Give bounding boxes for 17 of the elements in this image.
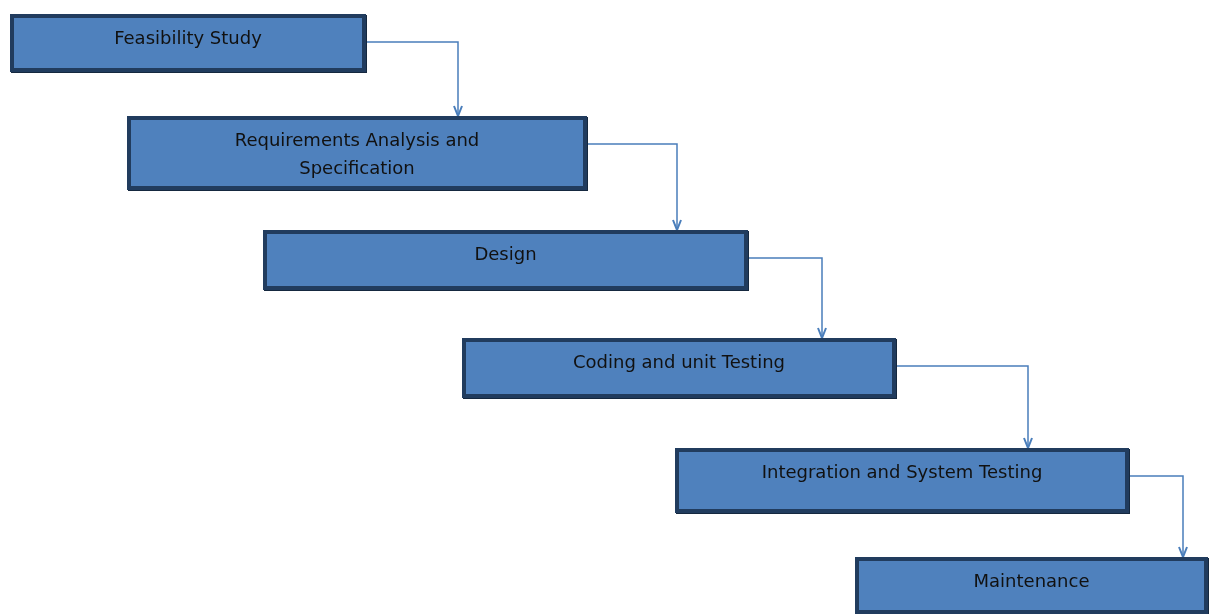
- process-box: [263, 230, 748, 290]
- process-box: [462, 338, 896, 398]
- arrow: [365, 41, 463, 117]
- process-box: [675, 448, 1129, 513]
- step-label: Coding and unit Testing: [572, 350, 786, 374]
- step-label: Maintenance: [972, 569, 1091, 593]
- arrow: [895, 365, 1033, 449]
- process-box: [10, 14, 366, 72]
- process-box: [127, 116, 587, 190]
- arrow: [1128, 475, 1188, 558]
- arrow: [586, 143, 682, 231]
- step-label: Design: [473, 242, 538, 266]
- step-label: Integration and System Testing: [760, 460, 1044, 484]
- arrow: [747, 257, 827, 339]
- step-label: Requirements Analysis and Specification: [233, 128, 481, 180]
- step-label: Feasibility Study: [113, 26, 263, 50]
- process-box: [855, 557, 1208, 614]
